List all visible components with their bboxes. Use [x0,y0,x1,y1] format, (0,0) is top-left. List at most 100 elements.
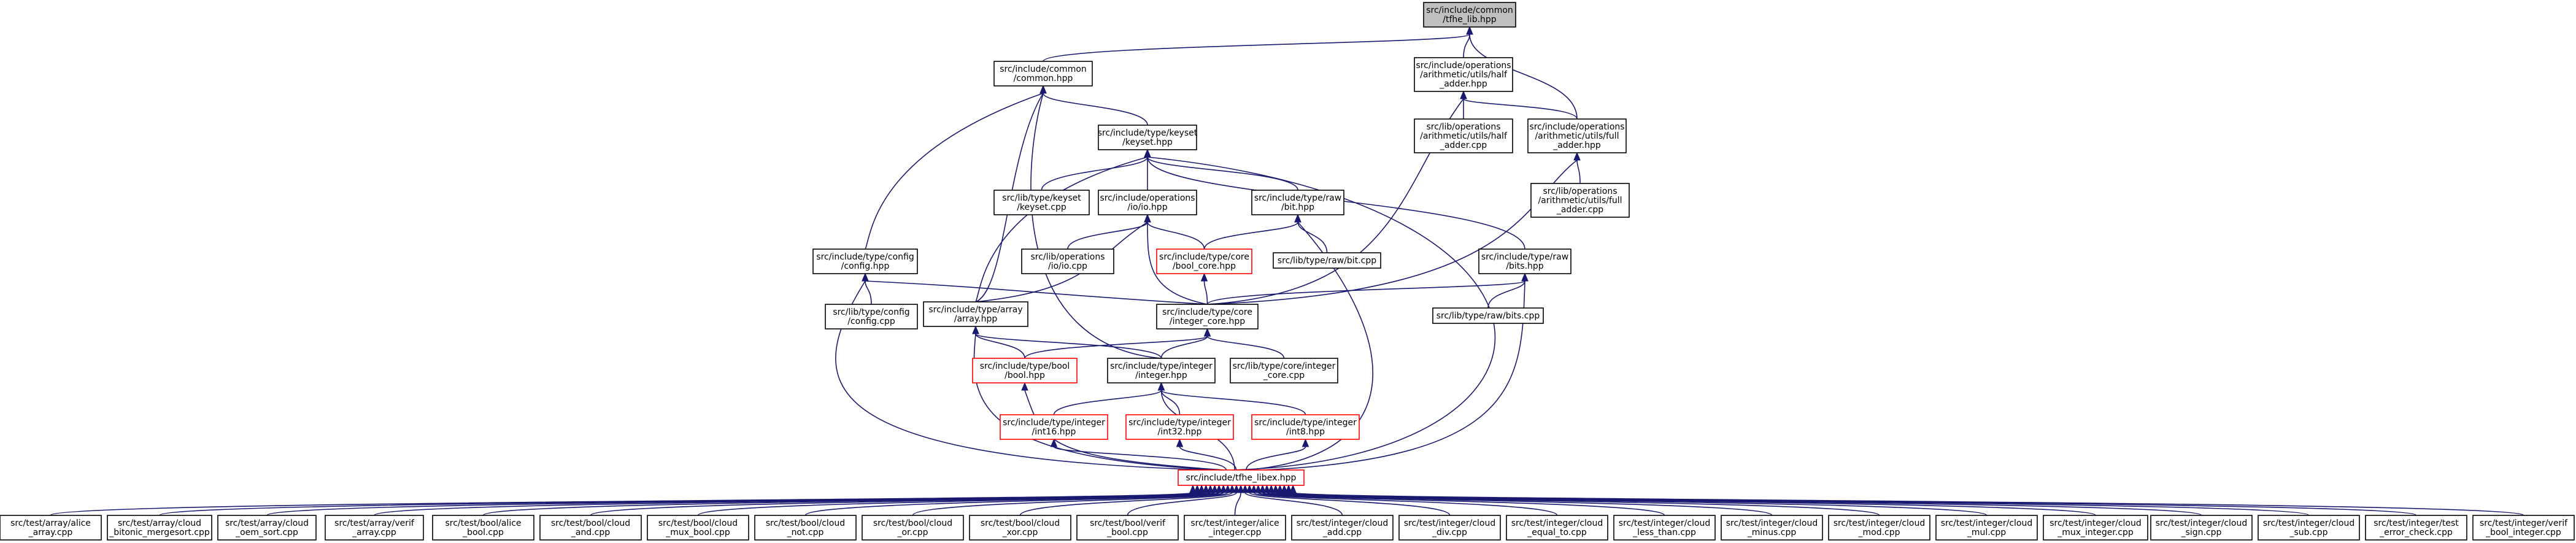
node-box[interactable] [754,515,857,541]
node-box[interactable] [107,515,212,541]
file-node-t12[interactable]: src/test/integer/cloud_add.cpp [1291,515,1394,541]
node-box[interactable] [1423,2,1516,28]
node-box[interactable] [972,358,1078,383]
file-node-raw-bit-cpp[interactable]: src/lib/type/raw/bit.cpp [1273,252,1381,269]
file-node-array[interactable]: src/include/type/array/array.hpp [923,301,1028,327]
file-node-config-cpp[interactable]: src/lib/type/config/config.cpp [825,304,918,329]
file-node-t8[interactable]: src/test/bool/cloud_or.cpp [862,515,964,541]
node-box[interactable] [1478,248,1571,274]
node-box[interactable] [993,190,1090,215]
node-box[interactable] [825,304,918,329]
node-box[interactable] [1156,304,1259,329]
file-node-t17[interactable]: src/test/integer/cloud_mod.cpp [1828,515,1930,541]
file-node-io-cpp[interactable]: src/lib/operations/io/io.cpp [1021,248,1114,274]
file-node-t6[interactable]: src/test/bool/cloud_mux_bool.cpp [647,515,749,541]
node-box[interactable] [1021,248,1114,274]
node-box[interactable] [1414,118,1513,153]
file-node-t0[interactable]: src/test/array/alice_array.cpp [0,515,102,541]
node-box[interactable] [1251,190,1344,215]
file-node-t18[interactable]: src/test/integer/cloud_mul.cpp [1935,515,2038,541]
node-box[interactable] [1098,190,1197,215]
file-node-integer-core-cpp[interactable]: src/lib/type/core/integer_core.cpp [1230,358,1338,383]
node-box[interactable] [1000,414,1108,440]
file-node-t16[interactable]: src/test/integer/cloud_minus.cpp [1721,515,1823,541]
file-node-t13[interactable]: src/test/integer/cloud_div.cpp [1398,515,1501,541]
file-node-t3[interactable]: src/test/array/verif_array.cpp [325,515,424,541]
node-box[interactable] [647,515,749,541]
node-box[interactable] [1613,515,1716,541]
file-node-t23[interactable]: src/test/integer/verif_bool_integer.cpp [2472,515,2575,541]
file-node-int32[interactable]: src/include/type/integer/int32.hpp [1125,414,1234,440]
node-box[interactable] [1178,469,1305,486]
node-box[interactable] [1156,248,1252,274]
file-node-full-adder[interactable]: src/include/operations/arithmetic/utils/… [1527,118,1627,153]
node-box[interactable] [1414,57,1513,92]
node-box[interactable] [1828,515,1930,541]
file-node-t21[interactable]: src/test/integer/cloud_sub.cpp [2258,515,2360,541]
file-node-half-adder[interactable]: src/include/operations/arithmetic/utils/… [1414,57,1513,92]
node-box[interactable] [923,301,1028,327]
file-node-t22[interactable]: src/test/integer/test_error_check.cpp [2365,515,2467,541]
node-box[interactable] [539,515,642,541]
node-box[interactable] [812,248,918,274]
file-node-bool[interactable]: src/include/type/bool/bool.hpp [972,358,1078,383]
file-node-raw-bits[interactable]: src/include/type/raw/bits.hpp [1478,248,1571,274]
file-node-int16[interactable]: src/include/type/integer/int16.hpp [1000,414,1108,440]
file-node-t1[interactable]: src/test/array/cloud_bitonic_mergesort.c… [107,515,212,541]
file-node-t15[interactable]: src/test/integer/cloud_less_than.cpp [1613,515,1716,541]
file-node-t10[interactable]: src/test/bool/verif_bool.cpp [1076,515,1179,541]
node-box[interactable] [1530,183,1630,218]
node-box[interactable] [1935,515,2038,541]
node-box[interactable] [0,515,102,541]
file-node-t7[interactable]: src/test/bool/cloud_not.cpp [754,515,857,541]
file-node-keyset-cpp[interactable]: src/lib/type/keyset/keyset.cpp [993,190,1090,215]
node-box[interactable] [432,515,534,541]
file-node-half-adder-cpp[interactable]: src/lib/operations/arithmetic/utils/half… [1414,118,1513,153]
node-box[interactable] [1273,252,1381,269]
file-node-t19[interactable]: src/test/integer/cloud_mux_integer.cpp [2043,515,2148,541]
file-node-full-adder-cpp[interactable]: src/lib/operations/arithmetic/utils/full… [1530,183,1630,218]
node-box[interactable] [993,61,1093,87]
node-box[interactable] [1230,358,1338,383]
file-node-keyset[interactable]: src/include/type/keyset/keyset.hpp [1098,125,1198,150]
node-box[interactable] [1398,515,1501,541]
node-box[interactable] [217,515,317,541]
file-node-t5[interactable]: src/test/bool/cloud_and.cpp [539,515,642,541]
node-box[interactable] [1098,125,1197,150]
file-node-t14[interactable]: src/test/integer/cloud_equal_to.cpp [1506,515,1608,541]
file-node-raw-bits-cpp[interactable]: src/lib/type/raw/bits.cpp [1432,307,1544,324]
file-node-raw-bit[interactable]: src/include/type/raw/bit.hpp [1251,190,1344,215]
file-node-config[interactable]: src/include/type/config/config.hpp [812,248,918,274]
node-box[interactable] [2472,515,2575,541]
file-node-t4[interactable]: src/test/bool/alice_bool.cpp [432,515,534,541]
node-box[interactable] [1527,118,1627,153]
node-box[interactable] [1125,414,1234,440]
node-box[interactable] [2150,515,2253,541]
node-box[interactable] [2043,515,2148,541]
file-node-int8[interactable]: src/include/type/integer/int8.hpp [1251,414,1360,440]
node-box[interactable] [2365,515,2467,541]
file-node-common[interactable]: src/include/common/common.hpp [993,61,1093,87]
file-node-t2[interactable]: src/test/array/cloud_oem_sort.cpp [217,515,317,541]
node-box[interactable] [1184,515,1286,541]
file-node-integer-core[interactable]: src/include/type/core/integer_core.hpp [1156,304,1259,329]
node-box[interactable] [1432,307,1544,324]
node-box[interactable] [2258,515,2360,541]
node-box[interactable] [1506,515,1608,541]
node-box[interactable] [1291,515,1394,541]
node-box[interactable] [969,515,1071,541]
node-box[interactable] [862,515,964,541]
node-box[interactable] [325,515,424,541]
file-node-integer[interactable]: src/include/type/integer/integer.hpp [1107,358,1216,383]
file-node-root[interactable]: src/include/common/tfhe_lib.hpp [1423,2,1516,28]
node-box[interactable] [1076,515,1179,541]
node-box[interactable] [1251,414,1360,440]
node-box[interactable] [1107,358,1216,383]
node-box[interactable] [1721,515,1823,541]
file-node-bool-core[interactable]: src/include/type/core/bool_core.hpp [1156,248,1252,274]
file-node-io[interactable]: src/include/operations/io/io.hpp [1098,190,1197,215]
file-node-t20[interactable]: src/test/integer/cloud_sign.cpp [2150,515,2253,541]
file-node-t11[interactable]: src/test/integer/alice_integer.cpp [1184,515,1286,541]
file-node-t9[interactable]: src/test/bool/cloud_xor.cpp [969,515,1071,541]
file-node-tfhe-libex[interactable]: src/include/tfhe_libex.hpp [1178,469,1305,486]
